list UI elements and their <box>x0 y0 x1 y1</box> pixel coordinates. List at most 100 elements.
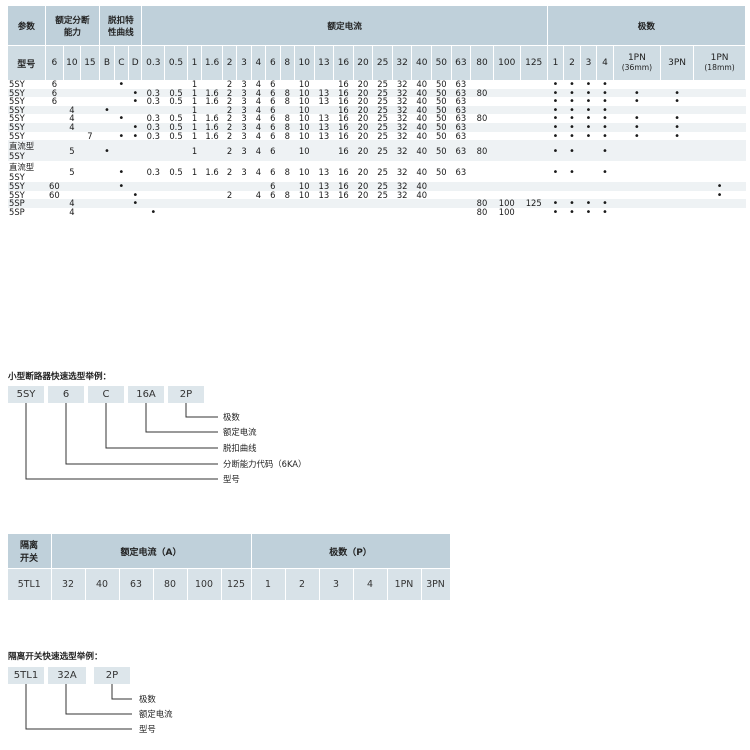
breaking-ka-6: 6 <box>45 45 65 80</box>
table-cell: 25 <box>372 88 393 98</box>
table-cell: • <box>547 88 564 98</box>
row-model: 5SP <box>8 199 46 208</box>
table-cell <box>251 199 266 208</box>
table-cell: 32 <box>392 105 412 115</box>
current-10: 10 <box>294 45 315 80</box>
table-cell: 25 <box>377 97 388 106</box>
table-cell: 6 <box>270 114 276 123</box>
isolator-current-40: 40 <box>85 568 120 600</box>
isolator-current-125: 125 <box>221 568 252 600</box>
table-cell: 25 <box>377 80 388 89</box>
table-cell: • <box>585 131 592 141</box>
table-cell: 1 <box>191 97 198 106</box>
poles-2: 3 <box>580 45 598 80</box>
table-cell: • <box>674 131 681 141</box>
breaking-header: 额定分断能力 <box>45 6 101 46</box>
table-cell: 16 <box>333 140 354 162</box>
table-cell: • <box>118 80 125 89</box>
table-cell: 32 <box>396 166 408 177</box>
table-cell: 32 <box>396 97 408 106</box>
table-cell: 20 <box>357 190 369 200</box>
table-cell <box>520 105 548 115</box>
isolator-current-header: 额定电流（A） <box>51 534 252 569</box>
table-cell: 2 <box>226 166 233 177</box>
table-cell: 6 <box>45 88 64 98</box>
table-cell <box>222 182 237 191</box>
table-cell <box>141 182 165 191</box>
table-cell: 25 <box>372 122 393 132</box>
table-cell: 13 <box>318 190 330 200</box>
mcb-label-poles: 极数 <box>223 412 240 422</box>
table-cell: 6 <box>270 190 276 200</box>
table-cell <box>613 140 661 162</box>
table-cell: 10 <box>294 105 315 115</box>
iso-label-current: 额定电流 <box>139 709 173 719</box>
table-cell <box>99 182 115 191</box>
table-cell: • <box>128 88 142 98</box>
table-cell: 2 <box>222 140 237 162</box>
table-cell <box>613 105 661 115</box>
table-cell: 16 <box>338 131 349 141</box>
iso-code-model: 5TL1 <box>8 667 44 684</box>
poles-1: 2 <box>563 45 581 80</box>
table-cell: 32 <box>392 140 412 162</box>
table-cell: 0.5 <box>164 88 188 98</box>
table-cell: 13 <box>314 182 334 191</box>
table-cell <box>660 140 694 162</box>
table-cell <box>493 88 521 98</box>
table-cell <box>251 182 266 191</box>
table-cell: 0.3 <box>141 88 165 98</box>
trip-curve-C: C <box>114 45 130 80</box>
table-cell <box>128 182 142 191</box>
table-cell: 40 <box>416 80 428 89</box>
mcb-code-current: 16A <box>128 386 164 403</box>
table-cell: • <box>674 114 681 123</box>
table-cell <box>80 182 100 191</box>
table-cell: 6 <box>270 131 276 141</box>
table-cell: 1.6 <box>205 97 219 106</box>
table-cell: • <box>601 97 608 106</box>
table-cell: 4 <box>255 166 262 177</box>
table-cell: • <box>132 131 139 141</box>
table-cell: 2 <box>226 190 233 200</box>
table-cell: 80 <box>470 199 494 208</box>
current-13: 13 <box>314 45 335 80</box>
table-cell: 1 <box>187 140 202 162</box>
table-cell <box>613 199 661 208</box>
table-cell <box>236 182 252 191</box>
table-cell: • <box>114 182 129 191</box>
table-cell: 6 <box>270 80 276 89</box>
table-cell: 13 <box>318 131 330 141</box>
table-cell: 16 <box>333 182 354 191</box>
table-cell: 2 <box>222 105 237 115</box>
table-cell <box>164 199 188 208</box>
table-cell: 25 <box>372 105 393 115</box>
table-cell: 50 <box>435 97 447 106</box>
table-cell <box>99 199 115 208</box>
table-cell: 8 <box>284 166 290 177</box>
table-cell: 0.3 <box>146 114 160 123</box>
trip-curve-D: D <box>128 45 143 80</box>
table-cell: 32 <box>392 122 412 132</box>
isolator-current-80: 80 <box>153 568 188 600</box>
table-cell: 32 <box>396 190 408 200</box>
table-cell: • <box>693 182 746 191</box>
table-cell: • <box>99 140 115 162</box>
table-cell: • <box>569 131 575 141</box>
table-cell: • <box>552 166 559 178</box>
table-cell: 10 <box>298 166 310 177</box>
current-32: 32 <box>392 45 413 80</box>
table-cell: • <box>601 114 608 123</box>
table-cell: • <box>596 140 614 162</box>
table-cell <box>470 122 494 132</box>
table-cell <box>187 199 202 208</box>
table-cell <box>164 140 188 162</box>
trip-curve-B: B <box>99 45 115 80</box>
